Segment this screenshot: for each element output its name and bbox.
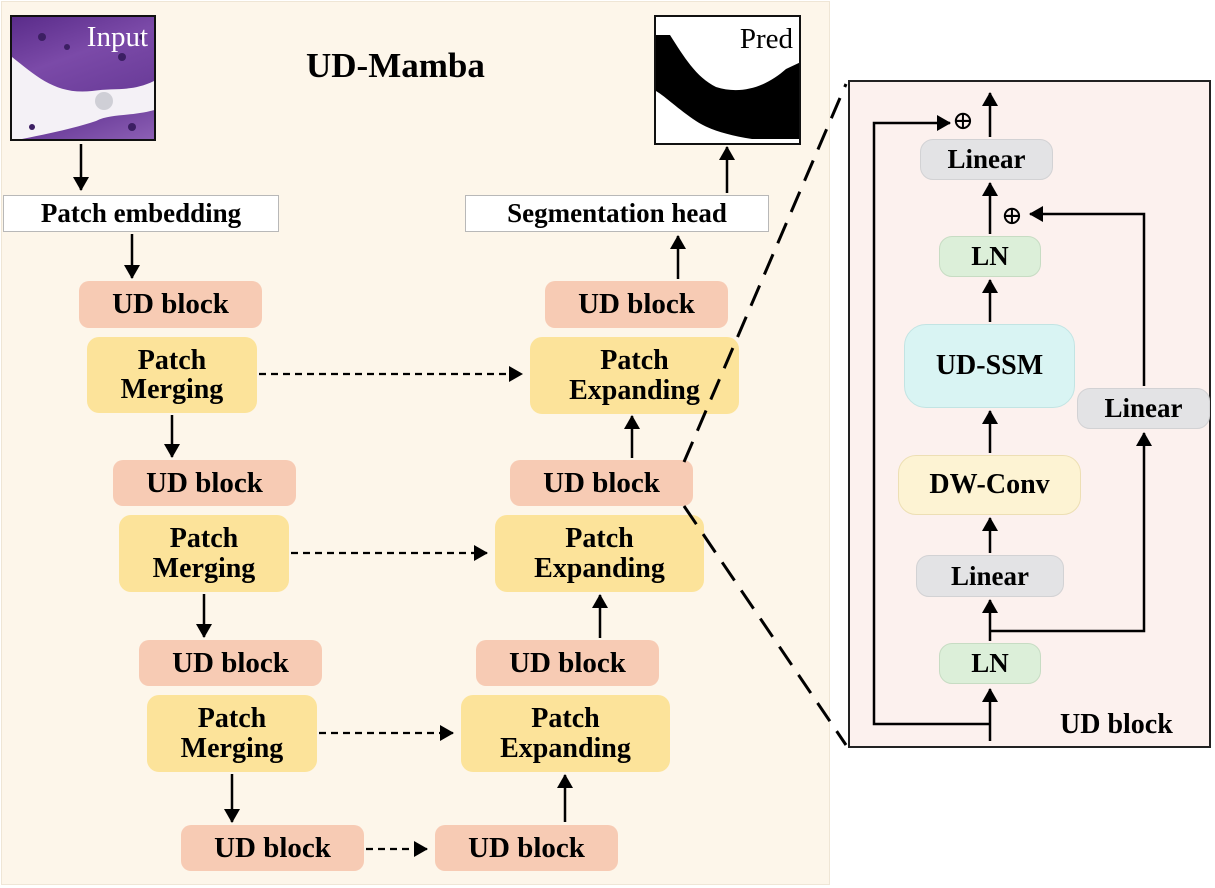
encoder-ud-block-1: UD block [79,281,262,328]
bottleneck-ud-block-right: UD block [435,825,618,871]
patch-expanding-3: Patch Expanding [461,695,670,772]
encoder-ud-block-3: UD block [139,640,322,686]
diagram-title: UD-Mamba [306,46,485,85]
input-label: Input [86,21,148,53]
patch-embedding-box: Patch embedding [3,195,279,232]
detail-ln-upper: LN [939,236,1041,277]
patch-merging-2: Patch Merging [119,515,289,592]
zoom-line-top [682,83,848,463]
detail-ud-ssm: UD-SSM [904,324,1075,408]
decoder-ud-block-1: UD block [545,281,728,328]
decoder-ud-block-3: UD block [476,640,659,686]
patch-expanding-2: Patch Expanding [495,515,704,592]
patch-merging-3: Patch Merging [147,695,317,772]
zoom-line-bottom [682,505,848,746]
input-image: Input [10,15,156,141]
segmentation-head-box: Segmentation head [465,195,769,232]
detail-linear-lower: Linear [916,555,1064,597]
detail-residual-connection [872,115,990,726]
decoder-ud-block-2: UD block [510,460,693,506]
prediction-mask-graphic [656,35,799,139]
patch-expanding-1: Patch Expanding [530,337,739,414]
detail-ln-lower: LN [939,643,1041,684]
detail-gate-to-add [1029,206,1146,386]
add-node-middle: ⊕ [1001,201,1023,230]
detail-linear-side: Linear [1077,388,1210,429]
bottleneck-ud-block-left: UD block [181,825,364,871]
patch-merging-1: Patch Merging [87,337,257,413]
add-node-top: ⊕ [952,106,974,135]
pred-label: Pred [739,23,793,55]
detail-gate-branch [990,432,1152,633]
detail-linear-top: Linear [920,139,1053,180]
encoder-ud-block-2: UD block [113,460,296,506]
detail-caption: UD block [1060,709,1173,740]
detail-dw-conv: DW-Conv [898,455,1081,515]
prediction-image: Pred [654,15,801,145]
input-tissue-graphic [12,33,154,139]
